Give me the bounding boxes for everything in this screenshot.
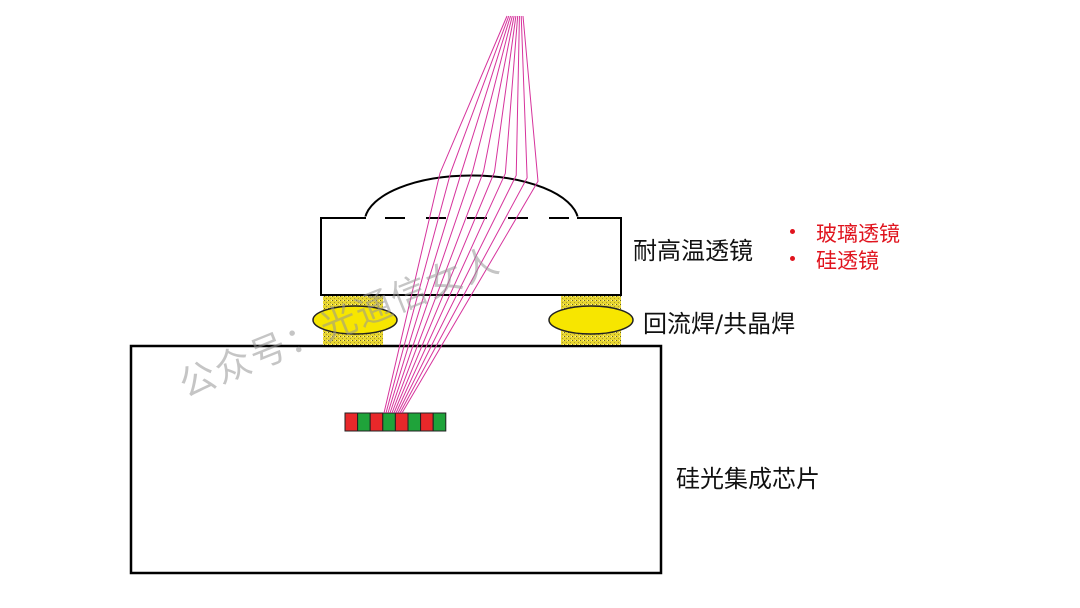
light-ray — [385, 15, 510, 414]
lens-dome — [364, 174, 579, 219]
light-ray — [387, 15, 512, 414]
solder-joint-right — [548, 296, 634, 345]
pixel-red — [420, 412, 434, 432]
pixel-red — [394, 412, 409, 432]
pixel-green — [432, 412, 447, 432]
label-chip: 硅光集成芯片 — [676, 465, 820, 493]
chip-body — [129, 344, 663, 575]
light-ray — [383, 15, 508, 414]
label-lens: 耐高温透镜 — [633, 237, 753, 265]
bullet-icon — [790, 229, 795, 234]
pixel-red — [344, 412, 359, 432]
pixel-green — [407, 412, 422, 432]
light-ray — [401, 15, 539, 414]
light-ray — [389, 15, 513, 414]
light-rays — [383, 15, 539, 414]
lens-option-silicon: 硅透镜 — [816, 249, 879, 273]
pixel-red — [369, 412, 384, 432]
photodetector-array — [344, 412, 447, 432]
light-ray — [397, 15, 520, 414]
light-ray — [393, 15, 517, 414]
pixel-green — [382, 412, 396, 432]
light-ray — [391, 15, 515, 414]
light-ray — [395, 15, 519, 414]
light-ray — [399, 15, 528, 414]
solder-joint-left — [312, 296, 398, 345]
label-solder: 回流焊/共晶焊 — [643, 310, 796, 338]
lens-option-glass: 玻璃透镜 — [816, 222, 900, 246]
bullet-icon — [790, 256, 795, 261]
pixel-green — [357, 412, 371, 432]
